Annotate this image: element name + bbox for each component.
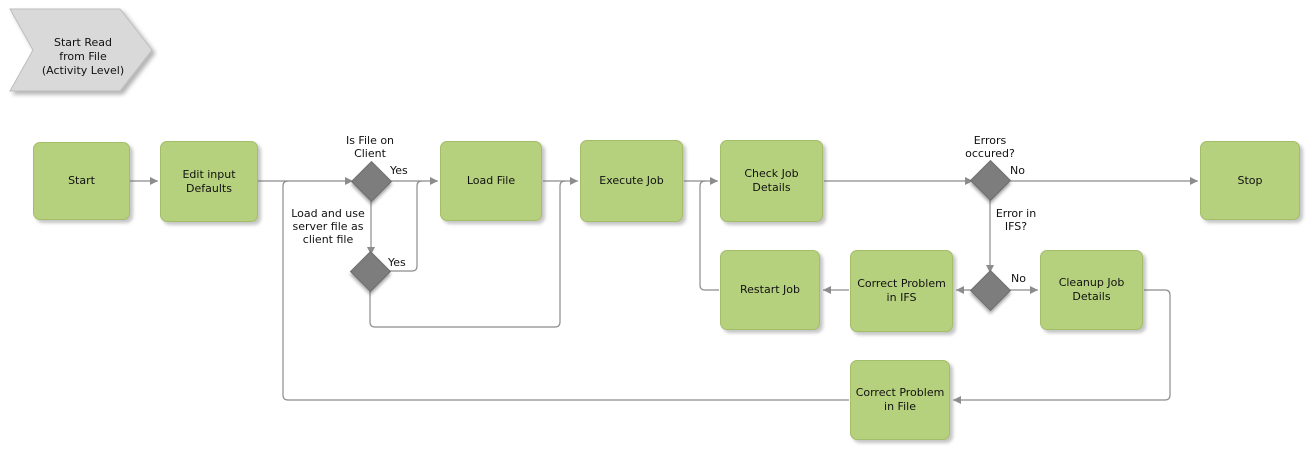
edge-decision2-yes-merge	[387, 180, 423, 272]
decision-question-error-in-ifs: Error in IFS?	[995, 207, 1037, 233]
node-label: Load File	[466, 174, 516, 187]
node-label: Edit input Defaults	[182, 167, 236, 195]
node-start[interactable]: Start	[33, 142, 130, 220]
node-label: Correct Problem in IFS	[857, 277, 946, 304]
banner-chevron-shape	[9, 8, 153, 92]
node-label: Cleanup Job Details	[1058, 276, 1125, 303]
node-execute-job[interactable]: Execute Job	[580, 140, 683, 222]
branch-label-yes-2: Yes	[388, 256, 406, 269]
edge-decision2-down-merge	[369, 180, 566, 328]
edge-restart-up-merge	[699, 180, 719, 291]
start-banner[interactable]: Start Read from File (Activity Level)	[8, 7, 158, 99]
node-cleanup-job-details[interactable]: Cleanup Job Details	[1040, 250, 1143, 330]
node-label: Restart Job	[740, 283, 800, 296]
node-load-file[interactable]: Load File	[440, 141, 542, 221]
edge-correct-file-return	[282, 180, 849, 401]
edge-cleanup-to-correct-file	[953, 289, 1171, 404]
node-label: Execute Job	[599, 174, 664, 187]
node-restart-job[interactable]: Restart Job	[720, 250, 820, 330]
node-correct-problem-in-ifs[interactable]: Correct Problem in IFS	[850, 250, 953, 332]
branch-label-no-1: No	[1010, 164, 1025, 177]
decision-question-errors-occured: Errors occured?	[965, 134, 1015, 160]
node-check-job-details[interactable]: Check Job Details	[720, 140, 823, 222]
branch-label-yes-1: Yes	[390, 164, 408, 177]
node-edit-input-defaults[interactable]: Edit input Defaults	[160, 141, 258, 222]
branch-label-no-2: No	[1011, 272, 1026, 285]
node-correct-problem-in-file[interactable]: Correct Problem in File	[850, 360, 950, 440]
node-label: Check Job Details	[744, 167, 799, 194]
note-load-server-file: Load and use server file as client file	[291, 207, 365, 246]
node-label: Correct Problem in File	[855, 386, 945, 413]
node-label: Stop	[1237, 173, 1263, 187]
node-label: Start	[68, 174, 95, 187]
banner-label: Start Read from File (Activity Level)	[41, 36, 125, 77]
decision-question-is-file-on-client: Is File on Client	[345, 134, 395, 160]
node-stop[interactable]: Stop	[1200, 141, 1300, 220]
